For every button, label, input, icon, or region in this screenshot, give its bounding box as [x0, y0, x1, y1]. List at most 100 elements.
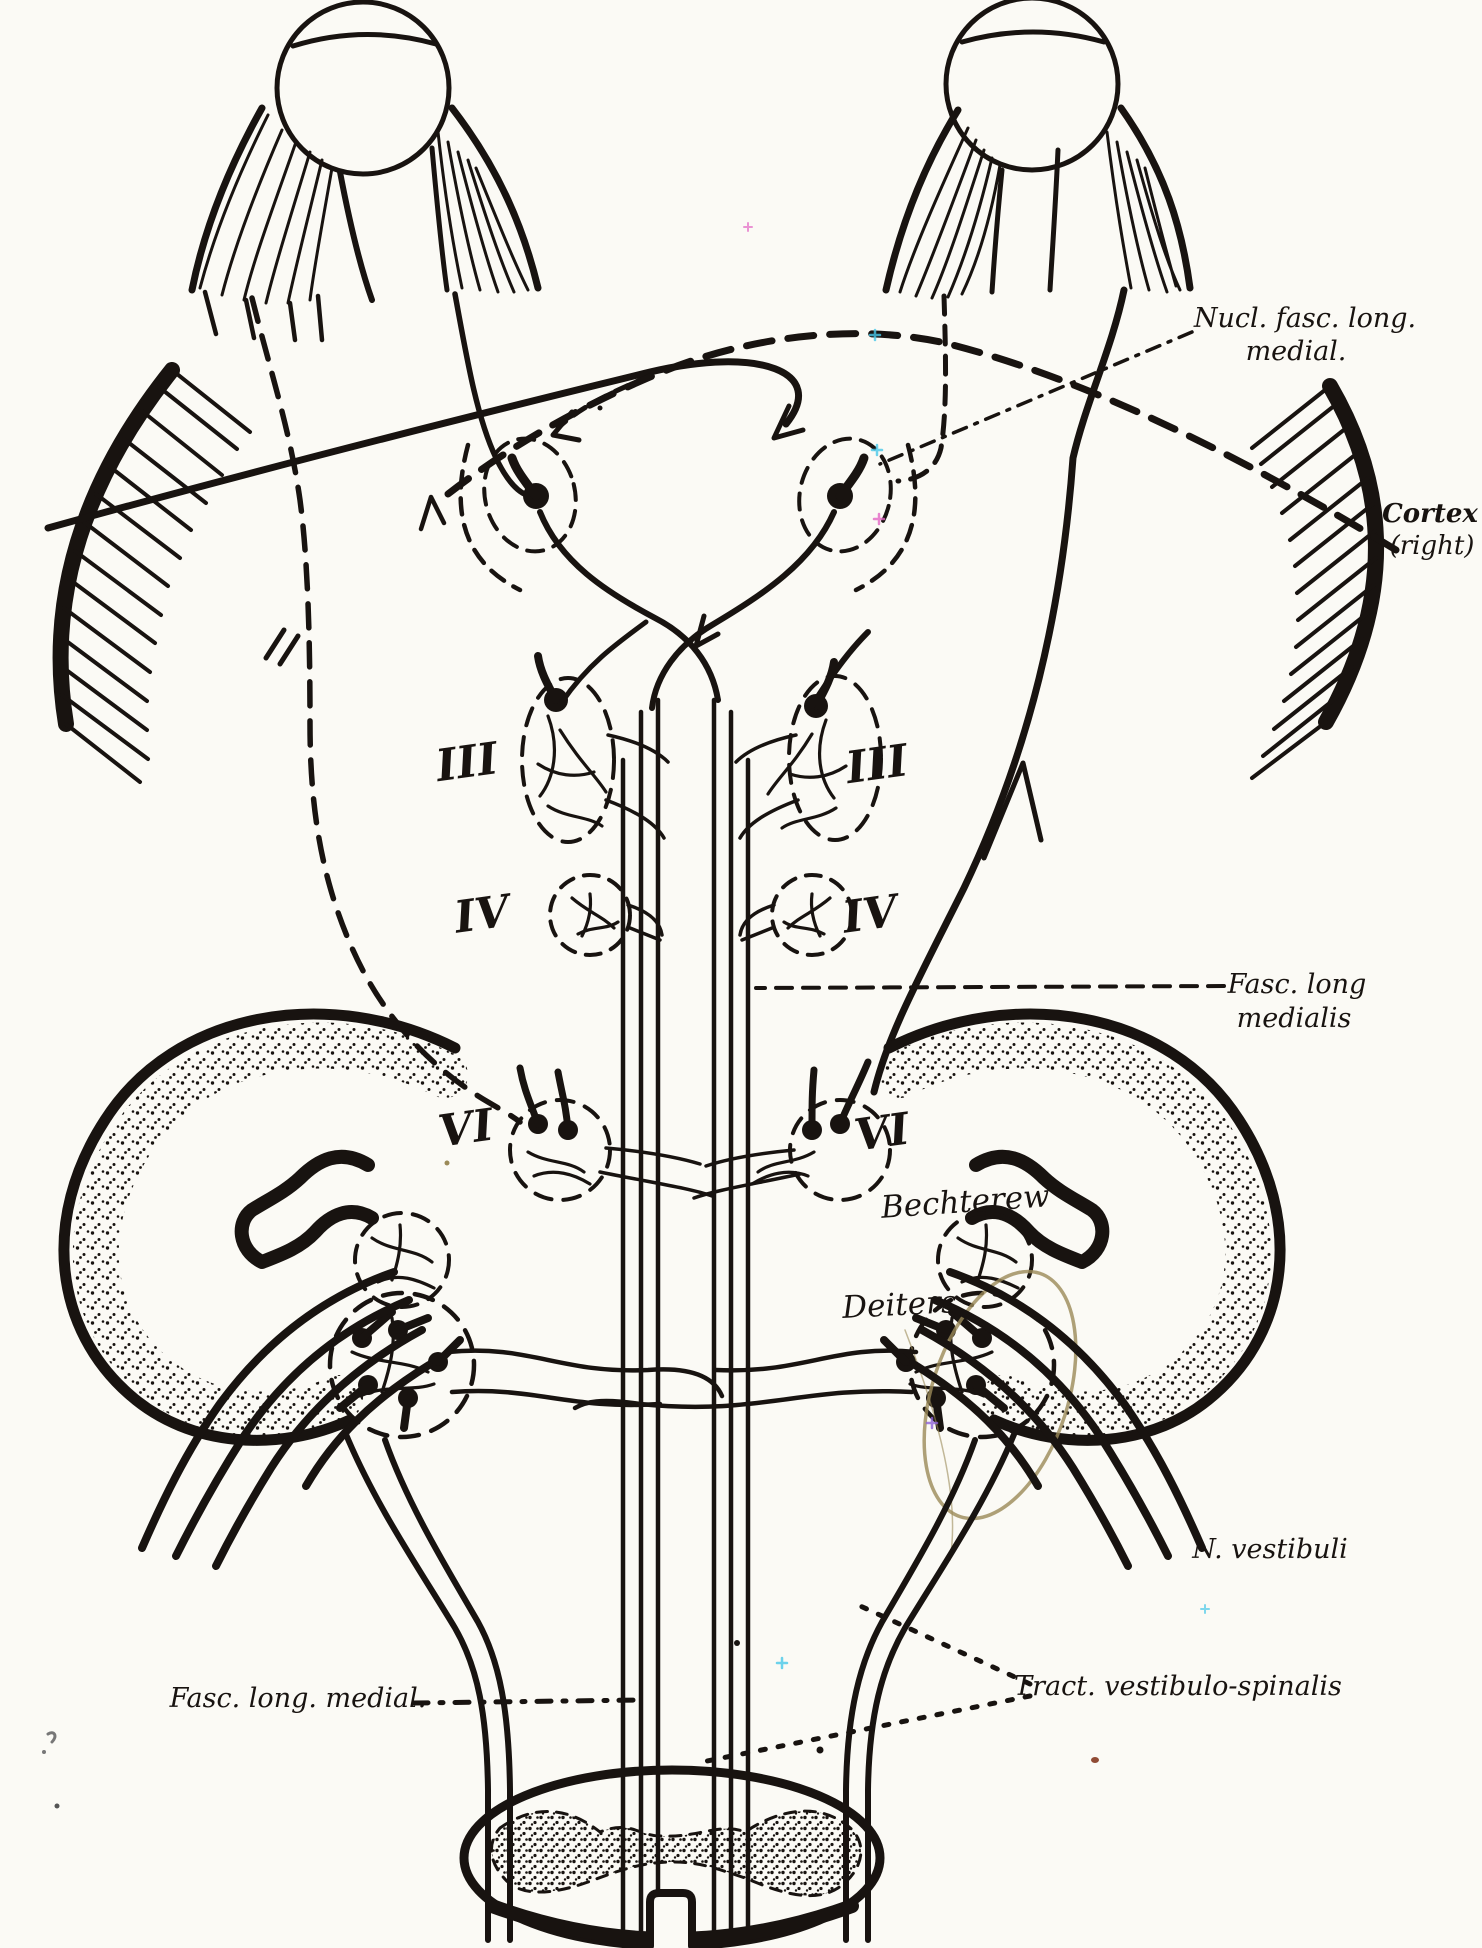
ascending-open-arrow: [981, 760, 1044, 861]
registration-mark-cyan: [775, 1656, 789, 1670]
label-deiters: Deiters: [840, 1284, 957, 1326]
label-n-vestibuli: N. vestibuli: [1191, 1534, 1348, 1565]
nucleus-iv-left: IV: [449, 873, 664, 957]
mlf-right-bundle: [711, 697, 751, 1943]
paper-speck: [597, 405, 603, 411]
leader-fasc-medial-bottom: [411, 1697, 643, 1706]
up-arrowhead: [418, 494, 447, 532]
leader-tract-vs-upper: [853, 1601, 1033, 1687]
paper-speck: [734, 1640, 740, 1646]
paper-speck: [46, 1731, 57, 1744]
leader-tract-vs-lower: [699, 1693, 1033, 1765]
nucleus-iv-right: IV: [738, 873, 904, 957]
registration-mark-cyan: [868, 328, 882, 342]
stipple-band: [72, 1022, 468, 1438]
label-tract-vs: Tract. vestibulo-spinalis: [1014, 1671, 1342, 1702]
left-eyeball: [274, 0, 452, 177]
stipple-band: [876, 1022, 1272, 1438]
nucleus-vi-right: VI: [692, 1058, 914, 1202]
label-nucl-fasc-line1: Nucl. fasc. long.: [1193, 303, 1416, 334]
cortex-right-dashed-curve: [444, 330, 1400, 554]
leader-fasc-medialis: [754, 984, 1226, 990]
right-eye-dashed-line: [895, 293, 949, 484]
vestibulospinal-left: [342, 1429, 513, 1943]
dashed-pathway-arrow: [263, 627, 301, 667]
registration-mark-cyan: [870, 443, 884, 457]
cortex-left-arc: [52, 362, 180, 732]
mlf-bundles: [620, 697, 751, 1943]
left-eye-efferent-line: [452, 291, 533, 499]
nucleus-iii-right: III: [734, 629, 913, 842]
paper-speck: [816, 1746, 824, 1754]
right-eye-muscle-fan: [882, 104, 1194, 300]
connector-lines: [626, 903, 664, 942]
label-nucl-fasc-line2: medial.: [1246, 336, 1347, 367]
cortex-left-solid-curve: [44, 358, 802, 532]
dendrite-tree: [766, 718, 848, 830]
right-descending-solid-curve: [870, 286, 1128, 1096]
left-eye-muscle-fan: [188, 104, 542, 343]
cortex-left-hatching: [59, 368, 252, 784]
left-oval: [482, 436, 578, 554]
cortex-left: [52, 362, 252, 784]
label-fasc-medialis-line2: medialis: [1237, 1003, 1352, 1034]
registration-mark-violet: [925, 1416, 939, 1430]
paper-speck: [42, 1750, 46, 1754]
right-oval-outer-arc: [853, 442, 918, 593]
nucleus-deiters-left: [327, 1290, 477, 1440]
spinal-cord-section: [459, 1765, 885, 1948]
right-soma-axon: [649, 509, 837, 711]
vestibular-nerve-left: [138, 1268, 433, 1570]
axon-down-arrowhead: [693, 613, 721, 649]
numeral-iii-left: III: [431, 733, 503, 793]
dashed-branch-arrowhead: [550, 409, 582, 443]
vestibular-nerve-right: [911, 1268, 1206, 1570]
labyrinth-squiggle: [234, 1149, 379, 1269]
labyrinth-left: [58, 1008, 468, 1446]
numeral-iv-left: IV: [449, 885, 516, 944]
gray-matter-butterfly: [490, 1809, 863, 1898]
labyrinth-right: [876, 1008, 1286, 1446]
connector-lines: [738, 903, 776, 942]
connector-lines: [734, 733, 800, 840]
nucleus-iii-left: III: [431, 619, 670, 844]
left-cornea-line: [290, 31, 439, 49]
numeral-iv-right: IV: [837, 885, 904, 944]
left-soma-axon: [537, 509, 721, 703]
commissural-curves: [44, 286, 1400, 1096]
paper-speck: [54, 1803, 60, 1809]
notch-mask: [650, 1890, 692, 1948]
left-eye: [188, 0, 542, 1125]
right-eye: [882, 0, 1194, 484]
leader-nucl-fasc: [878, 330, 1194, 466]
nucleus-bechterew-right: [936, 1211, 1034, 1309]
vestibulospinal-right: [843, 1429, 1018, 1943]
right-oval: [797, 436, 893, 554]
mlf-left-bundle: [620, 697, 661, 1943]
connector-lines: [692, 1148, 802, 1200]
labyrinth-squiggle: [965, 1149, 1110, 1269]
cortex-right-arc: [1318, 378, 1384, 730]
crossing-fibers: [445, 1348, 919, 1411]
nucleus-fasc-long-medial-pair: [458, 436, 918, 711]
dendrite-tree: [536, 714, 608, 828]
scan-artifacts: [42, 222, 1210, 1809]
crescent-outline: [58, 1008, 461, 1446]
label-fasc-medial-bottom: Fasc. long. medial.: [169, 1683, 427, 1714]
registration-mark-magenta: [872, 512, 886, 526]
nucleus-vi-left: VI: [435, 1064, 714, 1202]
registration-mark-cyan: [1200, 1604, 1210, 1614]
numeral-vi-right: VI: [851, 1103, 914, 1161]
crescent-outline: [883, 1008, 1286, 1446]
paper-speck: [444, 1160, 450, 1166]
anterior-notch: [646, 1889, 696, 1948]
solid-curve-arrowhead: [771, 403, 806, 441]
cortex-right-hatching: [1250, 384, 1378, 780]
connector-lines: [604, 733, 670, 840]
numeral-vi-left: VI: [435, 1099, 498, 1157]
registration-mark-magenta: [743, 222, 753, 232]
dendrite-tree: [570, 892, 620, 938]
label-cortex-line1: Cortex: [1382, 499, 1478, 529]
